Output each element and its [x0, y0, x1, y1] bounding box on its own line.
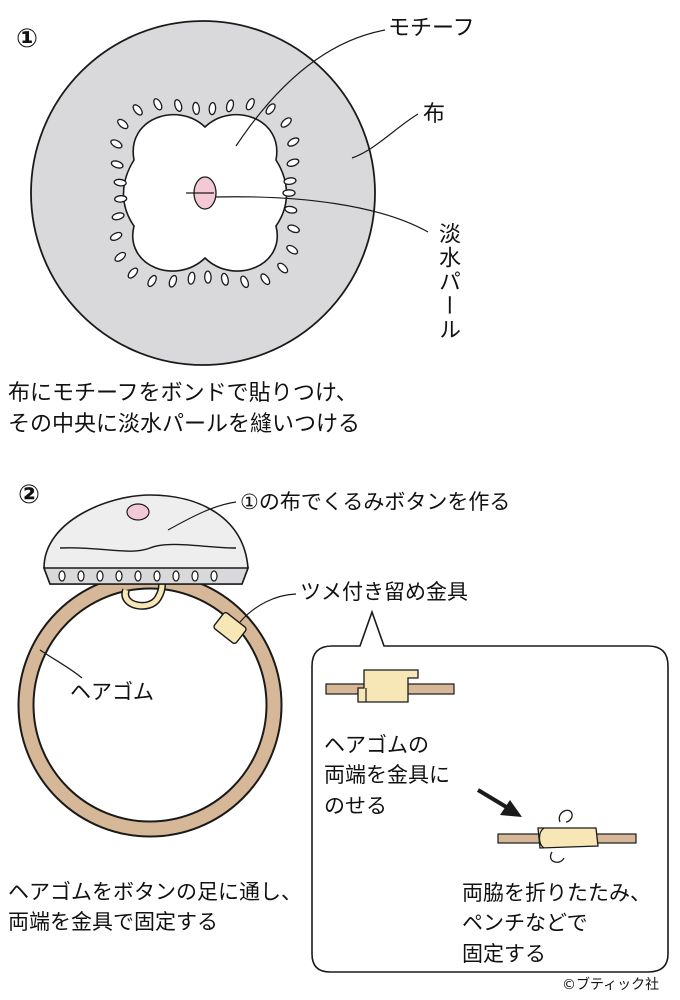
stitch-loop: [168, 274, 178, 288]
motif-label: モチーフ: [388, 16, 475, 41]
stitch-loop: [127, 267, 139, 279]
step-arrow: [476, 788, 510, 810]
step-a-line3: のせる: [324, 793, 387, 818]
credit: ©ブティック社: [562, 977, 660, 993]
hair-elastic-label: ヘアゴム: [70, 680, 154, 704]
button-stitch-loop: [58, 570, 66, 582]
pearl-leader: [214, 196, 429, 233]
stitch-loop: [280, 117, 292, 128]
stitch-loop: [117, 118, 129, 130]
clasp-label-leader: [239, 593, 297, 623]
stitch-loop: [204, 270, 212, 284]
step1-caption: 布にモチーフをボンドで貼りつけ、 その中央に淡水パールを縫いつける: [8, 378, 360, 440]
button-stitch-loop: [134, 570, 142, 582]
step1-number: ①: [16, 24, 39, 54]
step2-caption-line1: ヘアゴムをボタンの足に通し、: [8, 880, 302, 904]
clasp-folded: [537, 827, 599, 849]
step2-caption: ヘアゴムをボタンの足に通し、 両端を金具で固定する: [8, 878, 302, 938]
stitch-loop: [260, 273, 271, 286]
stitch-loop: [277, 262, 289, 274]
fold-arrow-top: [558, 809, 573, 823]
button-label-leader: [167, 501, 237, 531]
stitch-loop: [282, 189, 296, 197]
stitch-loop: [110, 160, 124, 169]
clasp-open: [357, 669, 419, 703]
step-b-line2: ペンチなどで: [462, 911, 588, 936]
elastic-right-b: [591, 833, 637, 844]
fold-arrow-bottom: [549, 851, 565, 863]
clasp-on-ring: [213, 612, 247, 644]
motif-leader: [235, 29, 386, 147]
elastic-right-end: [403, 683, 455, 695]
stitch-loop: [147, 274, 157, 288]
button-pearl: [126, 503, 150, 521]
stitch-loop: [113, 178, 127, 187]
button-stitch-loop: [153, 570, 161, 582]
elastic-left-b: [497, 833, 545, 844]
stitch-loop: [287, 137, 300, 147]
stitch-loop: [208, 101, 217, 116]
stitch-loop: [192, 101, 200, 116]
step2-number: ②: [18, 480, 41, 510]
step-a-line1: ヘアゴムの: [324, 733, 429, 757]
stitch-loop: [225, 99, 235, 113]
step1-caption-line1: 布にモチーフをボンドで貼りつけ、: [8, 381, 358, 406]
stitch-loop: [132, 104, 143, 116]
balloon-step-b: 両脇を折りたたみ、 ペンチなどで 固定する: [462, 878, 651, 969]
button-stitches: [58, 570, 218, 582]
button-stitch-loop: [77, 570, 85, 582]
stitch-loop: [265, 103, 276, 115]
step1-caption-line2: その中央に淡水パールを縫いつける: [8, 412, 361, 438]
elastic-label-leader: [39, 649, 83, 679]
covered-button-label: ①の布でくるみボタンを作る: [240, 490, 511, 514]
pearl-label: 淡水パール: [435, 222, 460, 342]
button-stitch-loop: [172, 570, 180, 582]
clasp-label: ツメ付き留め金具: [300, 580, 468, 604]
stitch-loop: [220, 272, 229, 286]
button-stitch-loop: [96, 570, 104, 582]
motif-stitches: [109, 98, 300, 289]
stitch-loop: [286, 244, 299, 255]
stitch-loop: [240, 275, 250, 289]
button-stitch-loop: [210, 570, 218, 582]
stitch-loop: [153, 98, 163, 111]
stitch-loop: [287, 224, 300, 234]
step-a-line2: 両端を金具に: [324, 763, 450, 788]
stitch-loop: [110, 139, 123, 149]
covered-button: [43, 494, 249, 585]
stitch-loop: [174, 99, 183, 112]
balloon-step-a: ヘアゴムの 両端を金具に のせる: [324, 730, 450, 821]
stitch-loop: [111, 212, 125, 221]
button-stitch-loop: [191, 570, 199, 582]
cloth-leader: [351, 113, 419, 159]
button-stitch-loop: [115, 570, 123, 582]
stitch-loop: [114, 195, 128, 203]
stitch-loop: [286, 158, 300, 167]
stitch-loop: [187, 271, 196, 285]
stitch-loop: [109, 231, 123, 241]
cloth-label: 布: [423, 102, 446, 127]
stitch-loop: [245, 98, 255, 111]
stitch-loop: [283, 177, 297, 186]
stitch-loop: [284, 205, 298, 214]
stitch-loop: [114, 251, 127, 262]
step2-caption-line2: 両端を金具で固定する: [8, 909, 218, 934]
step-b-line1: 両脇を折りたたみ、: [462, 881, 651, 905]
step-b-line3: 固定する: [462, 941, 546, 966]
